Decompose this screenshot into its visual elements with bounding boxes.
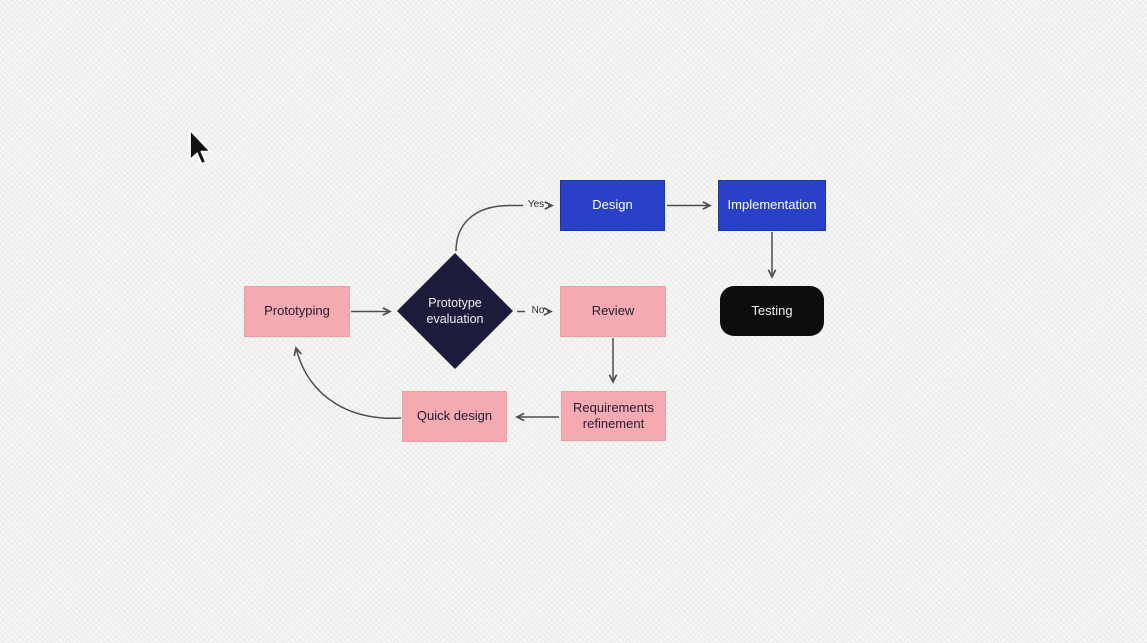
edge-label-yes: Yes (527, 199, 545, 210)
edge-label-no: No (531, 305, 545, 316)
node-prototyping[interactable]: Prototyping (244, 286, 350, 337)
node-implementation-label: Implementation (727, 197, 817, 213)
node-prototype-evaluation-label: Prototype evaluation (426, 295, 484, 326)
node-quick-design-label: Quick design (416, 408, 493, 424)
edge-evaluation-to-design-yes-curve[interactable] (455, 204, 523, 252)
mouse-cursor-icon (189, 129, 212, 165)
node-review-label: Review (591, 303, 635, 319)
node-design[interactable]: Design (560, 180, 665, 231)
edge-quickdesign-to-prototyping[interactable] (293, 346, 402, 419)
node-quick-design[interactable]: Quick design (402, 391, 507, 442)
node-implementation[interactable]: Implementation (718, 180, 826, 231)
node-requirements-refinement-label: Requirements refinement (573, 399, 654, 431)
node-testing-label: Testing (751, 302, 793, 318)
node-design-label: Design (592, 197, 633, 213)
node-requirements-refinement[interactable]: Requirements refinement (561, 391, 666, 441)
node-review[interactable]: Review (560, 286, 666, 337)
node-testing[interactable]: Testing (720, 286, 824, 336)
node-prototyping-label: Prototyping (264, 303, 330, 319)
node-prototype-evaluation[interactable]: Prototype evaluation (397, 253, 513, 369)
